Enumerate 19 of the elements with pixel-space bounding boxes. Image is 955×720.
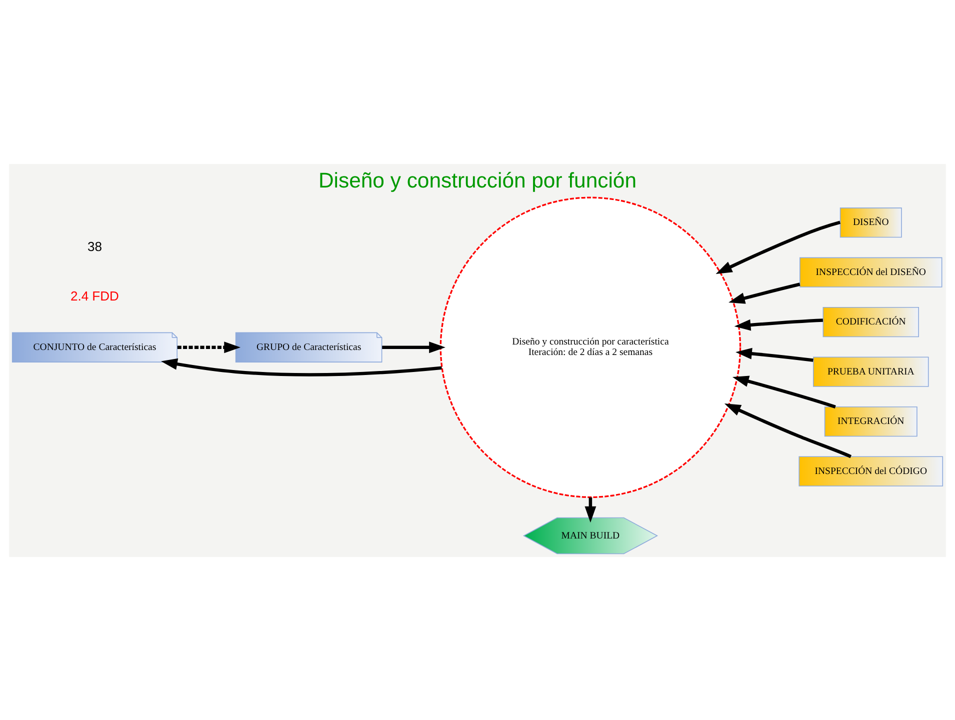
arrow [382,341,446,353]
node-box: INSPECCIÓN del DISEÑO [800,256,942,287]
node-box: CODIFICACIÓN [822,306,919,337]
arrow [716,220,840,274]
node-box: PRUEBA UNITARIA [812,356,929,386]
arrow [728,282,800,304]
node-box: INTEGRACIÓN [824,406,918,436]
arrow [584,496,596,522]
arrow [161,358,442,376]
arrow [734,318,823,330]
arrow [736,347,814,362]
arrow [724,402,852,458]
node-box: INSPECCIÓN del CÓDIGO [798,456,944,486]
label: 2.4 FDD [70,288,119,304]
label: 38 [87,238,102,254]
arrow [177,341,240,353]
node-box: DISEÑO [840,207,902,238]
arrow [732,375,836,408]
diagram-title: Diseño y construcción por función [318,168,636,192]
